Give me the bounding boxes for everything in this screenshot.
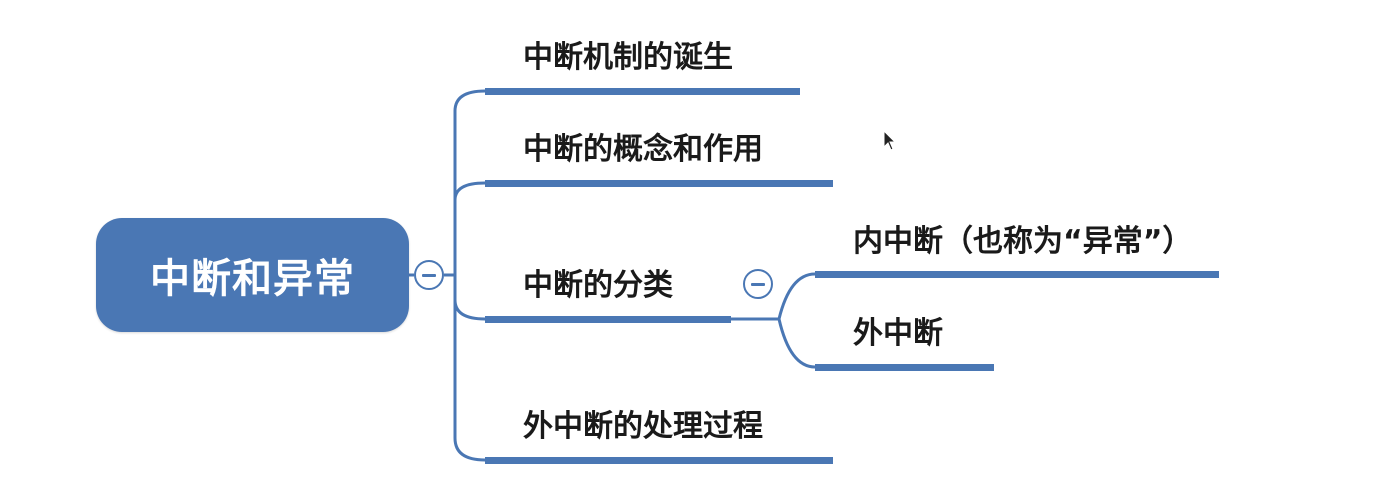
root-topic-label: 中断和异常 <box>150 256 355 302</box>
mouse-cursor-icon <box>883 130 897 151</box>
branch-connector-3 <box>453 299 486 321</box>
sub-connector-1 <box>777 272 816 320</box>
branch-topic-1[interactable]: 中断机制的诞生 <box>523 40 733 75</box>
root-topic[interactable]: 中断和异常 <box>96 218 409 332</box>
sub-underline-1 <box>815 271 1219 278</box>
branch-topic-2[interactable]: 中断的概念和作用 <box>523 132 763 167</box>
root-collapse-button[interactable] <box>414 260 444 290</box>
branch-connector-2 <box>453 181 486 201</box>
branch-underline-1 <box>485 88 800 95</box>
minus-circle-icon <box>422 273 436 277</box>
branch-underline-3 <box>485 316 731 323</box>
branch-underline-4 <box>485 457 833 464</box>
sub-underline-2 <box>815 364 994 371</box>
minus-circle-icon <box>751 282 765 286</box>
branch-topic-4[interactable]: 外中断的处理过程 <box>523 409 763 444</box>
branch-spine <box>453 89 486 462</box>
sub-topic-1[interactable]: 内中断（也称为“异常”） <box>853 224 1193 259</box>
sub-topic-2[interactable]: 外中断 <box>853 316 943 351</box>
sub-connector-2 <box>777 318 816 369</box>
branch-underline-2 <box>485 180 833 187</box>
branch-3-collapse-button[interactable] <box>743 269 773 299</box>
branch-topic-3[interactable]: 中断的分类 <box>523 268 673 303</box>
